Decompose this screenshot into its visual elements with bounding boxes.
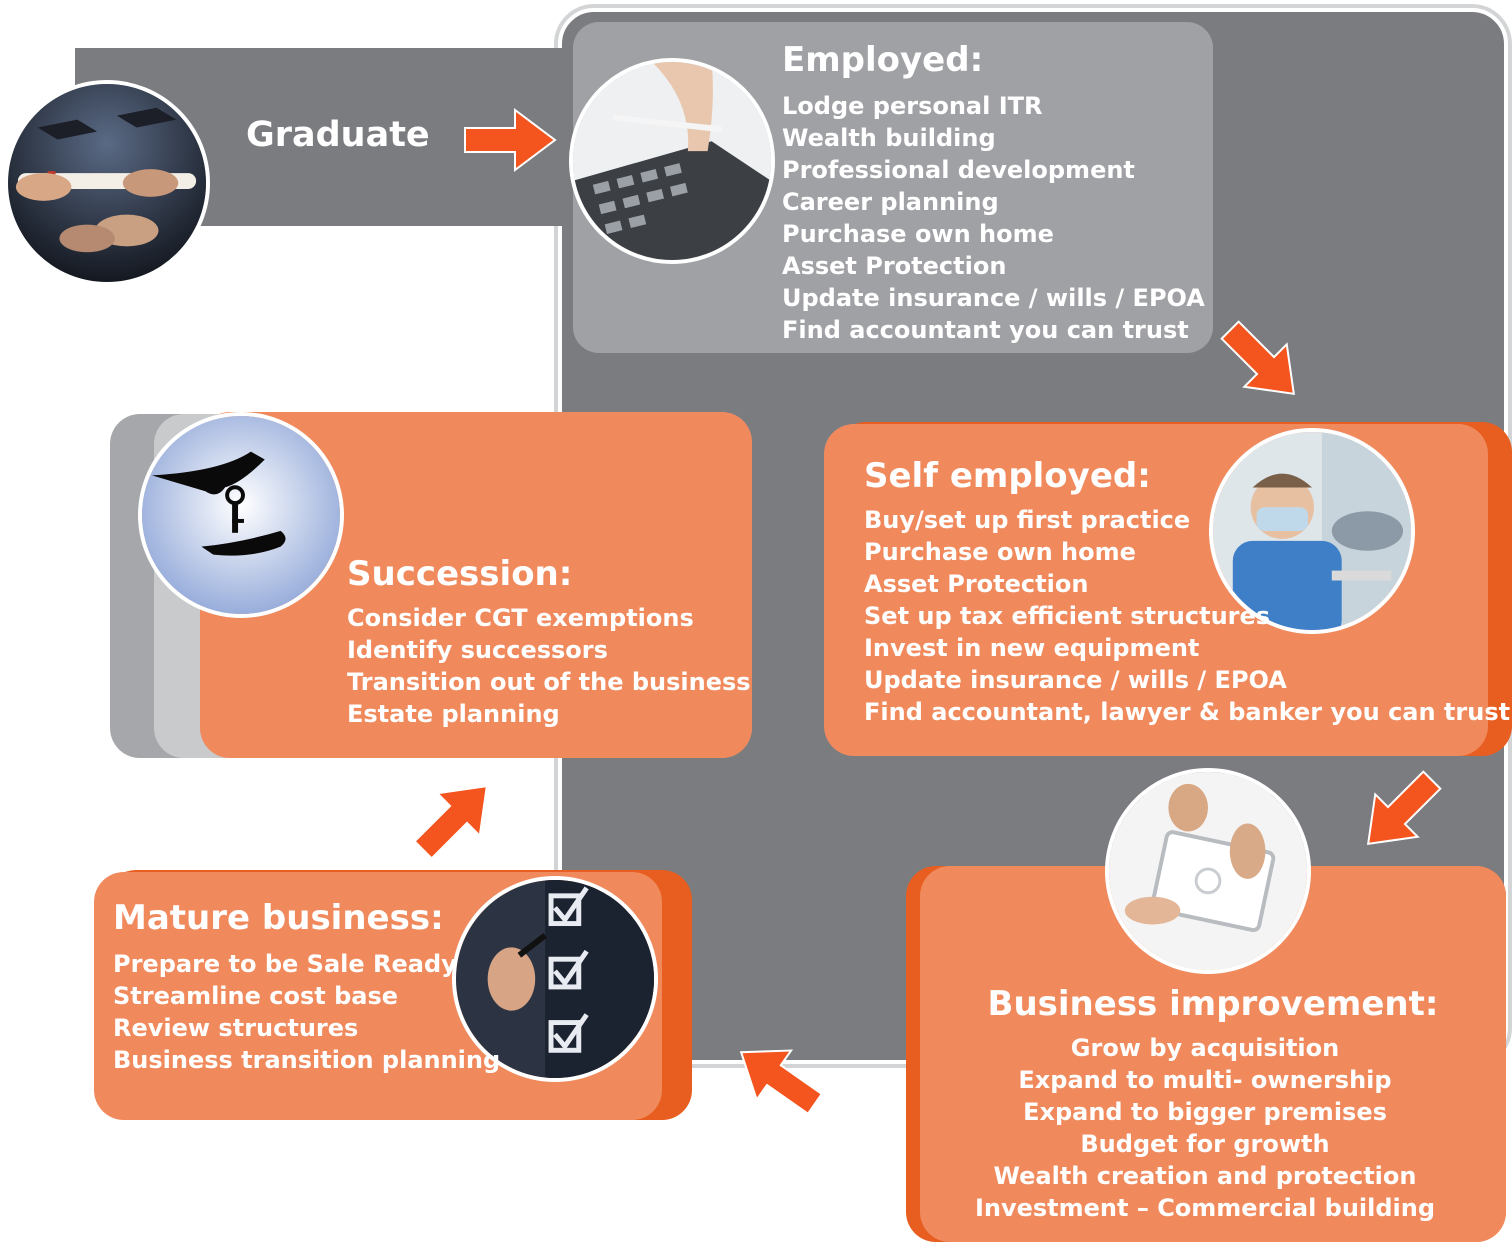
list-item: Transition out of the business bbox=[347, 668, 751, 696]
list-item: Review structures bbox=[113, 1014, 359, 1042]
arrow-icon bbox=[413, 785, 488, 860]
list-item: Find accountant you can trust bbox=[782, 316, 1189, 344]
succession-title: Succession: bbox=[347, 554, 573, 594]
mature-business-list: Prepare to be Sale Ready Streamline cost… bbox=[113, 948, 500, 1076]
list-item: Asset Protection bbox=[864, 570, 1089, 598]
list-item: Set up tax efficient structures bbox=[864, 602, 1271, 630]
list-item: Wealth building bbox=[782, 124, 996, 152]
list-item: Purchase own home bbox=[782, 220, 1054, 248]
key-handover-photo-icon bbox=[138, 412, 344, 618]
dentist-photo-icon bbox=[1209, 428, 1415, 634]
list-item: Update insurance / wills / EPOA bbox=[864, 666, 1287, 694]
succession-list: Consider CGT exemptions Identify success… bbox=[347, 602, 751, 730]
employed-list: Lodge personal ITR Wealth building Profe… bbox=[782, 90, 1205, 346]
list-item: Expand to bigger premises bbox=[1023, 1098, 1387, 1126]
self-employed-title: Self employed: bbox=[864, 456, 1151, 496]
list-item: Find accountant, lawyer & banker you can… bbox=[864, 698, 1511, 726]
list-item: Wealth creation and protection bbox=[993, 1162, 1417, 1190]
list-item: Buy/set up first practice bbox=[864, 506, 1191, 534]
calculator-photo-icon bbox=[569, 58, 775, 264]
list-item: Expand to multi- ownership bbox=[1018, 1066, 1392, 1094]
list-item: Professional development bbox=[782, 156, 1135, 184]
list-item: Budget for growth bbox=[1080, 1130, 1330, 1158]
employed-title: Employed: bbox=[782, 40, 984, 80]
list-item: Investment – Commercial building bbox=[974, 1194, 1436, 1222]
list-item: Lodge personal ITR bbox=[782, 92, 1043, 120]
list-item: Invest in new equipment bbox=[864, 634, 1200, 662]
list-item: Business transition planning bbox=[113, 1046, 501, 1074]
list-item: Update insurance / wills / EPOA bbox=[782, 284, 1205, 312]
graduation-photo-icon bbox=[4, 80, 210, 286]
list-item: Purchase own home bbox=[864, 538, 1136, 566]
list-item: Identify successors bbox=[347, 636, 608, 664]
business-improvement-list: Grow by acquisition Expand to multi- own… bbox=[920, 1032, 1490, 1224]
self-employed-list: Buy/set up first practice Purchase own h… bbox=[864, 504, 1510, 728]
mature-business-title: Mature business: bbox=[113, 898, 444, 938]
list-item: Streamline cost base bbox=[113, 982, 399, 1010]
meeting-photo-icon bbox=[1105, 768, 1311, 974]
list-item: Asset Protection bbox=[782, 252, 1007, 280]
list-item: Career planning bbox=[782, 188, 999, 216]
graduate-label: Graduate bbox=[246, 115, 430, 155]
list-item: Prepare to be Sale Ready bbox=[113, 950, 457, 978]
list-item: Consider CGT exemptions bbox=[347, 604, 694, 632]
business-improvement-title: Business improvement: bbox=[987, 984, 1439, 1024]
list-item: Estate planning bbox=[347, 700, 560, 728]
list-item: Grow by acquisition bbox=[1070, 1034, 1340, 1062]
